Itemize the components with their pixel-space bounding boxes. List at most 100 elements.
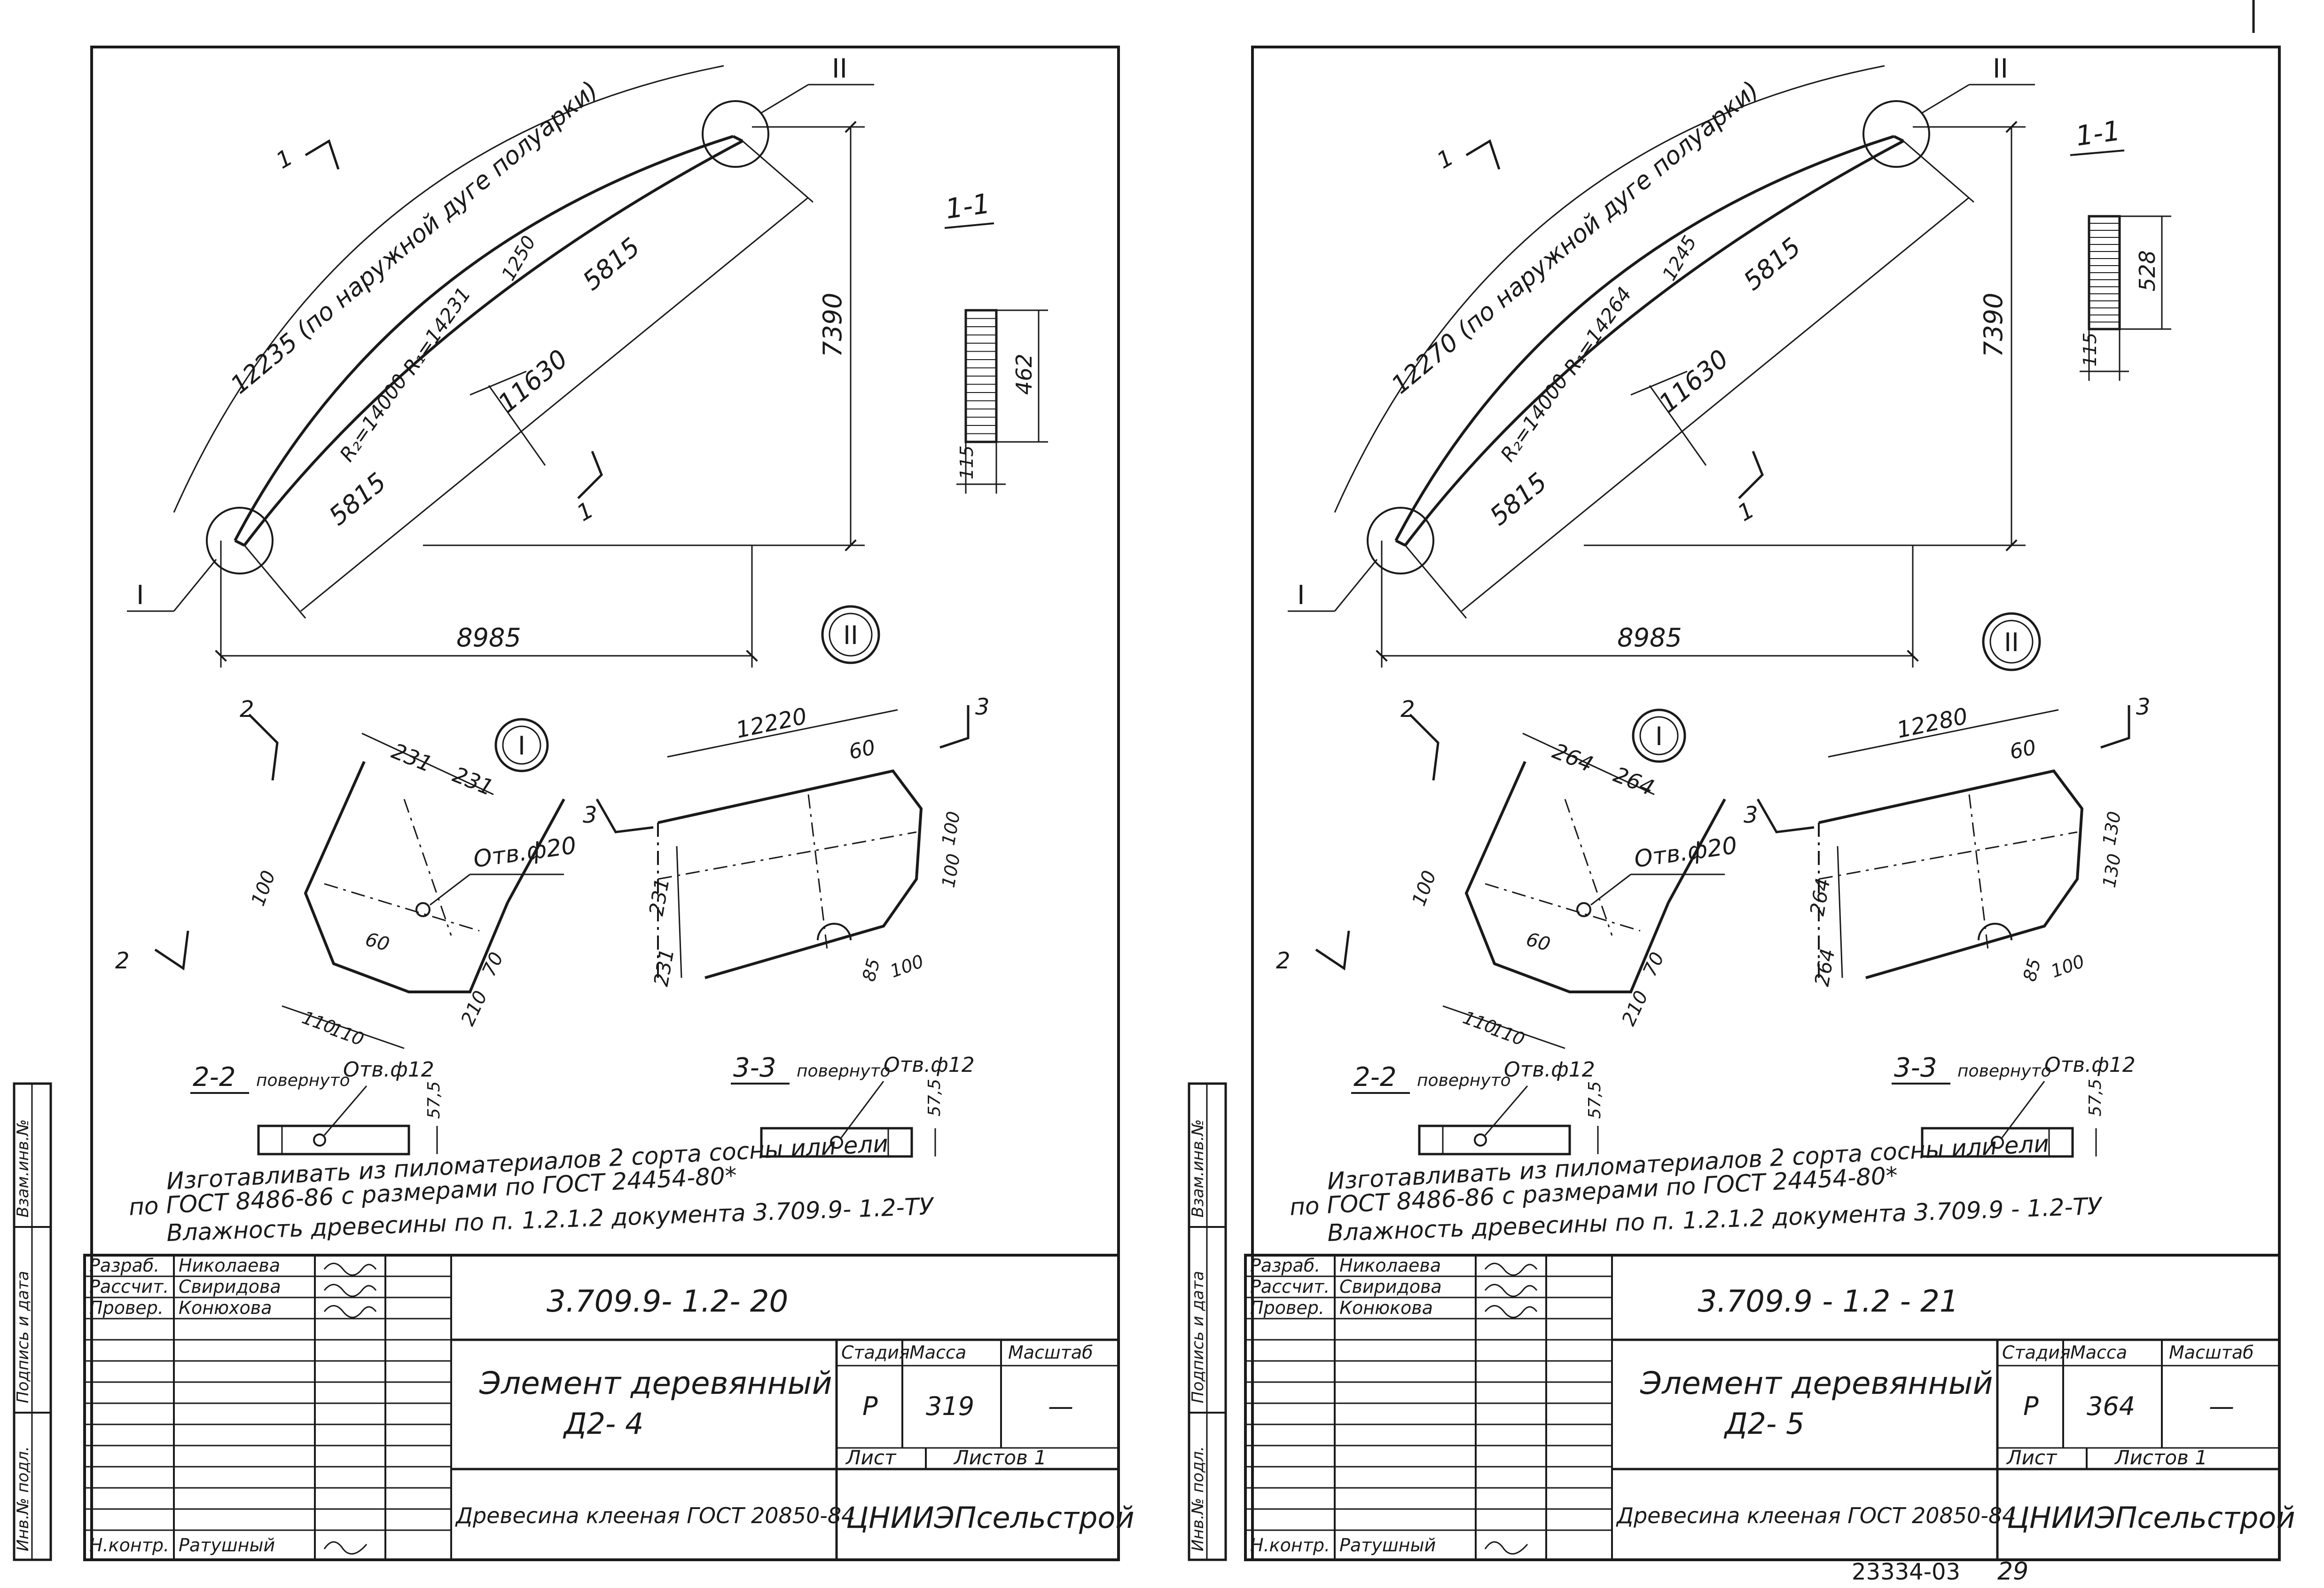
node-i-callout: I xyxy=(1297,580,1305,611)
section-2-2-hole: Отв.ф12 xyxy=(343,1058,434,1082)
chord-dimension-line xyxy=(300,197,809,612)
stage-label: Стадия xyxy=(841,1342,910,1363)
signature-1 xyxy=(323,1263,377,1276)
upper-half-label: 5815 xyxy=(577,232,646,296)
node-ii-dim-60: 60 xyxy=(847,735,877,764)
node-i-centerline xyxy=(1564,799,1613,936)
node-ii-dim-85: 85 xyxy=(2019,956,2045,983)
arch-outer-edge xyxy=(234,135,734,542)
element-mark: Д2- 5 xyxy=(1723,1407,1804,1441)
chord-dimension-line xyxy=(1461,197,1970,612)
person-1: Николаева xyxy=(179,1255,280,1276)
node-i-hole-label: Отв.ф20 xyxy=(472,832,578,873)
signature-3 xyxy=(323,1305,377,1318)
section-2-2-rotated-note: повернуто xyxy=(1417,1071,1511,1090)
general-notes: Изготавливать из пиломатериалов 2 сорта … xyxy=(1289,1130,2104,1247)
node-ii-left-dim xyxy=(1837,846,1843,978)
section-3-mark-left xyxy=(595,798,654,833)
node-ii-leader xyxy=(1922,84,1970,114)
stage-label: Стадия xyxy=(2002,1342,2071,1363)
node-i-outline xyxy=(1464,761,1670,993)
section-3-mark-right xyxy=(2100,705,2130,749)
node-i-leader xyxy=(173,559,217,612)
horizontal-span-label: 8985 xyxy=(456,623,521,652)
arch-outer-edge xyxy=(1394,135,1894,542)
node-i-dim-60: 60 xyxy=(363,928,391,956)
node-ii-circle xyxy=(1982,612,2041,671)
node-i-hole xyxy=(1576,902,1591,917)
arch-end-cut xyxy=(1395,539,1406,547)
node-i-dim-210: 210 xyxy=(457,988,492,1030)
lower-half-label: 5815 xyxy=(1484,467,1553,531)
material-spec: Древесина клееная ГОСТ 20850-84 xyxy=(1616,1503,2016,1528)
section-height-label: 528 xyxy=(2135,250,2160,291)
section-title-underline xyxy=(2070,149,2125,156)
mass-label: Масса xyxy=(909,1342,966,1363)
section-3-mark-label-right: 3 xyxy=(975,694,990,720)
norm-control-signature xyxy=(323,1541,368,1555)
section-2-mark-top xyxy=(248,714,279,781)
signature-3 xyxy=(1484,1305,1538,1318)
norm-control-role: Н.контр. xyxy=(1250,1535,1330,1556)
archive-number: 23334-03 xyxy=(1852,1559,1960,1585)
node-ii-callout: II xyxy=(832,54,847,84)
scale-label: Масштаб xyxy=(2169,1342,2254,1363)
section-width-label: 115 xyxy=(2080,332,2100,367)
scale-label: Масштаб xyxy=(1008,1342,1093,1363)
signature-2 xyxy=(1484,1284,1538,1297)
section-2-2-body xyxy=(1418,1124,1571,1156)
node-ii-outline xyxy=(1818,769,2084,979)
section-1-mark-bottom xyxy=(577,451,603,499)
drawing-code: 3.709.9 - 1.2 - 21 xyxy=(1698,1284,1958,1319)
radius-r2-label: R₂=14000 xyxy=(1496,370,1573,466)
node-i-callout: I xyxy=(136,580,144,611)
norm-control-signature xyxy=(1484,1541,1528,1555)
radius-r1-label: R₁=14264 xyxy=(1559,283,1636,379)
extension-line xyxy=(243,545,306,619)
side-stamp-replace-label: Взам.инв.№ xyxy=(1189,1119,1207,1218)
node-i-circle-inner xyxy=(502,725,541,765)
node-i-dim-left: 231 xyxy=(388,738,436,777)
section-3-3-hole-mark xyxy=(830,1136,843,1149)
hole-leader xyxy=(1484,1085,1528,1136)
node-ii-dim-100b: 130 xyxy=(2099,810,2125,847)
midspan-line xyxy=(1649,385,1707,466)
node-ii-dim-a: 264 xyxy=(1806,876,1835,917)
section-2-2-hole-mark xyxy=(1474,1133,1487,1147)
role-2: Рассчит. xyxy=(1250,1276,1330,1297)
arch-inner-edge xyxy=(243,140,743,546)
node-i-top-dim xyxy=(361,732,494,795)
section-2-mark-label: 2 xyxy=(240,696,254,723)
node-i-top-dim xyxy=(1522,732,1655,795)
section-2-2-dim-label: 57,5 xyxy=(1585,1081,1604,1119)
section-2-2-hole: Отв.ф12 xyxy=(1504,1058,1595,1082)
node-ii-circle xyxy=(821,605,880,664)
person-2: Свиридова xyxy=(1339,1276,1442,1297)
extension-line xyxy=(1404,545,1467,619)
sheets-label: Листов 1 xyxy=(953,1446,1047,1469)
section-3-3-dim-label: 57,5 xyxy=(925,1079,944,1116)
organization: ЦНИИЭПсельстрой xyxy=(2007,1501,2295,1535)
section-3-mark-label: 3 xyxy=(583,802,597,828)
role-3: Провер. xyxy=(89,1297,164,1318)
node-i-dim-210: 210 xyxy=(1618,988,1652,1030)
section-1-1-title: 1-1 xyxy=(943,187,992,225)
mass-label: Масса xyxy=(2070,1342,2127,1363)
node-ii-dim-100a: 100 xyxy=(938,852,964,889)
node-ii-title: II xyxy=(843,621,858,650)
node-i-outline xyxy=(1667,798,1726,904)
node-i-axis xyxy=(1485,883,1641,932)
section-2-2-rotated-note: повернуто xyxy=(256,1071,350,1090)
element-name: Элемент деревянный xyxy=(1640,1365,1993,1401)
section-1-mark-label: 1 xyxy=(272,144,297,174)
node-i-dim-100: 100 xyxy=(1408,868,1440,909)
node-ii-outline xyxy=(657,769,923,979)
node-i-dim-70: 70 xyxy=(1639,949,1668,980)
arc-dimension-line xyxy=(173,65,724,513)
section-2-2-hole-mark xyxy=(313,1133,326,1147)
section-1-1-title: 1-1 xyxy=(2074,114,2122,152)
